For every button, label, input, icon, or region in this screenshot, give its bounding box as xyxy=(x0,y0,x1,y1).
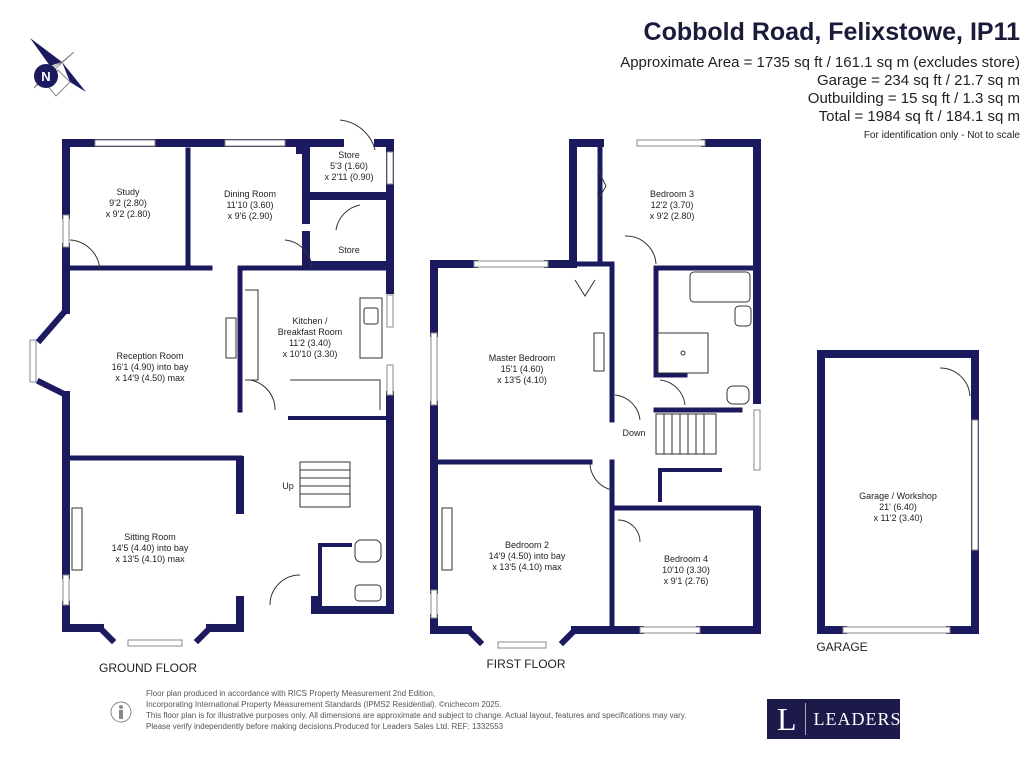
bedroom4-name: Bedroom 4 xyxy=(664,554,708,564)
footer-disclaimer: Floor plan produced in accordance with R… xyxy=(146,688,686,732)
kitchen-dim2: x 10'10 (3.30) xyxy=(283,349,338,359)
garage-fittings xyxy=(939,367,971,397)
bedroom3-dim1: 12'2 (3.70) xyxy=(651,200,694,210)
master-name: Master Bedroom xyxy=(489,353,556,363)
reception-dim2: x 14'9 (4.50) max xyxy=(115,373,185,383)
reception-name: Reception Room xyxy=(116,351,183,361)
garage-windows xyxy=(842,419,979,634)
ground-floor-windows xyxy=(29,139,394,647)
kitchen-name2: Breakfast Room xyxy=(278,327,343,337)
study-dim1: 9'2 (2.80) xyxy=(109,198,147,208)
first-floor-label: FIRST FLOOR xyxy=(486,657,565,671)
property-title: Cobbold Road, Felixstowe, IP11 xyxy=(643,18,1020,46)
dining-dim1: 11'10 (3.60) xyxy=(226,200,273,210)
stairs-up-label: Up xyxy=(282,481,294,491)
compass-label: N xyxy=(41,69,50,84)
sitting-dim1: 14'5 (4.40) into bay xyxy=(112,543,189,553)
garage-dim1: 21' (6.40) xyxy=(879,502,917,512)
master-dim1: 15'1 (4.60) xyxy=(501,364,544,374)
compass-icon: N xyxy=(30,38,86,97)
bedroom2-name: Bedroom 2 xyxy=(505,540,549,550)
kitchen-dim1: 11'2 (3.40) xyxy=(289,338,331,348)
person-icon xyxy=(110,701,132,723)
area-line-total: Total = 1984 sq ft / 184.1 sq m xyxy=(818,108,1020,125)
bedroom4-dim1: 10'10 (3.30) xyxy=(662,565,710,575)
area-line-garage: Garage = 234 sq ft / 21.7 sq m xyxy=(816,72,1020,89)
garage-dim2: x 11'2 (3.40) xyxy=(873,513,922,523)
ground-floor-label: GROUND FLOOR xyxy=(99,661,197,675)
logo-text: LEADERS xyxy=(813,708,902,729)
footer-line-2: Incorporating International Property Mea… xyxy=(146,700,502,709)
garage-name: Garage / Workshop xyxy=(859,491,937,501)
area-summary: Approximate Area = 1735 sq ft / 161.1 sq… xyxy=(620,54,1020,126)
sitting-dim2: x 13'5 (4.10) max xyxy=(115,554,185,564)
stairs-down-label: Down xyxy=(622,428,645,438)
sitting-name: Sitting Room xyxy=(124,532,176,542)
identification-note: For identification only - Not to scale xyxy=(863,130,1020,141)
bedroom4-dim2: x 9'1 (2.76) xyxy=(664,576,709,586)
store-dim2: x 2'11 (0.90) xyxy=(324,172,373,182)
logo-mark: L xyxy=(767,703,806,735)
master-dim2: x 13'5 (4.10) xyxy=(497,375,547,385)
first-floor-windows xyxy=(430,139,761,649)
area-line-approx: Approximate Area = 1735 sq ft / 161.1 sq… xyxy=(620,54,1020,71)
bedroom3-dim2: x 9'2 (2.80) xyxy=(650,211,695,221)
kitchen-name1: Kitchen / xyxy=(292,316,328,326)
bedroom2-dim2: x 13'5 (4.10) max xyxy=(492,562,562,572)
store2-name: Store xyxy=(338,245,360,255)
dining-dim2: x 9'6 (2.90) xyxy=(228,211,273,221)
ground-floor-plan xyxy=(35,139,394,645)
leaders-logo: L LEADERS xyxy=(767,699,902,739)
bedroom3-name: Bedroom 3 xyxy=(650,189,694,199)
study-dim2: x 9'2 (2.80) xyxy=(106,209,151,219)
first-floor-fittings xyxy=(441,169,752,571)
store-dim1: 5'3 (1.60) xyxy=(330,161,368,171)
reception-dim1: 16'1 (4.90) into bay xyxy=(112,362,189,372)
garage-floor-label: GARAGE xyxy=(816,640,867,654)
dining-name: Dining Room xyxy=(224,189,276,199)
footer-line-4: Please verify independently before makin… xyxy=(146,722,504,731)
footer-line-1: Floor plan produced in accordance with R… xyxy=(146,689,436,698)
bedroom2-dim1: 14'9 (4.50) into bay xyxy=(489,551,566,561)
study-name: Study xyxy=(116,187,140,197)
store-name: Store xyxy=(338,150,360,160)
area-line-outbuilding: Outbuilding = 15 sq ft / 1.3 sq m xyxy=(807,90,1020,107)
ground-floor-fittings xyxy=(69,119,383,606)
footer-line-3: This floor plan is for illustrative purp… xyxy=(146,711,687,720)
room-labels: Study 9'2 (2.80) x 9'2 (2.80) Dining Roo… xyxy=(106,150,937,586)
